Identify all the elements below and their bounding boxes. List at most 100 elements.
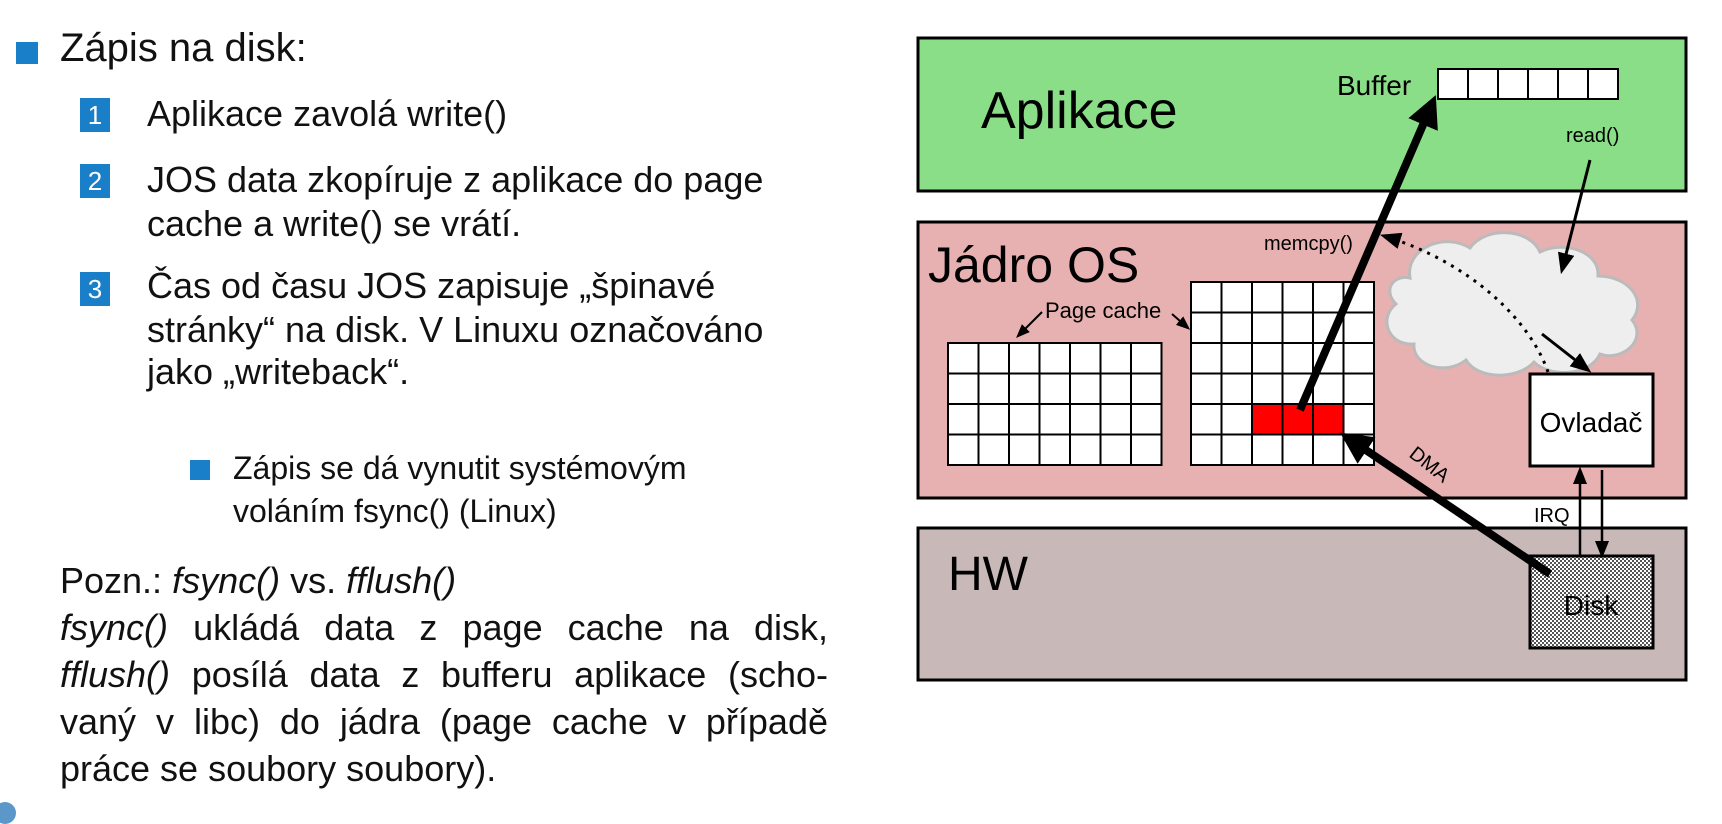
sub-bullet-icon (190, 460, 210, 480)
page-cell (1342, 342, 1375, 375)
page-cell (947, 342, 980, 375)
note-line-3: fflush() posílá data z bufferu aplikace … (60, 651, 828, 698)
page-cache-grid-left (947, 342, 1163, 466)
page-cell (1251, 281, 1284, 314)
dma-arrow (1340, 432, 1553, 578)
copy-to-buffer-arrow (1296, 95, 1438, 412)
step-number-3: 3 (80, 272, 110, 306)
buffer-cell (1587, 68, 1619, 100)
page-cell (1312, 433, 1345, 466)
page-cell (1342, 372, 1375, 405)
page-cell (1220, 311, 1253, 344)
page-cell (1008, 372, 1041, 405)
step-number-1: 1 (80, 98, 110, 132)
page-cell (1038, 433, 1071, 466)
memcpy-label: memcpy() (1264, 233, 1353, 255)
sub-bullet-line-2: voláním fsync() (Linux) (233, 493, 557, 529)
note-line-3-fn: fflush() (60, 654, 171, 695)
note-line-5: práce se soubory soubory). (60, 748, 497, 789)
page-cell (1130, 403, 1163, 436)
page-cell (1281, 342, 1314, 375)
note-vs: vs. (280, 560, 347, 601)
buffer-array (1437, 68, 1619, 100)
note-line-2: fsync() ukládá data z page cache na disk… (60, 604, 828, 651)
step-3-line-3: jako „writeback“. (147, 351, 410, 392)
page-cell (1190, 281, 1223, 314)
buffer-cell (1557, 68, 1589, 100)
page-cell (1130, 433, 1163, 466)
note-line-4: vaný v libc) do jádra (page cache v příp… (60, 701, 828, 742)
page-cell (1312, 281, 1345, 314)
step-3-line-1: Čas od času JOS zapisuje „špinavé (147, 265, 716, 306)
page-cell (1099, 342, 1132, 375)
page-cell (1251, 342, 1284, 375)
page-cell (1038, 372, 1071, 405)
page-cell (1038, 403, 1071, 436)
page-cell (1220, 372, 1253, 405)
page-cell (977, 433, 1010, 466)
page-cell (1069, 433, 1102, 466)
heading-bullet-icon (16, 42, 38, 64)
page-cell (1190, 342, 1223, 375)
note-line-3-rest: posílá data z bufferu aplikace (scho- (170, 654, 828, 695)
buffer-cell (1527, 68, 1559, 100)
slide-heading: Zápis na disk: (60, 26, 307, 70)
buffer-cell (1467, 68, 1499, 100)
page-cell (1130, 342, 1163, 375)
page-cell (1342, 311, 1375, 344)
hw-layer-label: HW (948, 548, 1029, 601)
step-2-line-2: cache a write() se vrátí. (147, 203, 522, 244)
page-cell (1342, 403, 1375, 436)
page-cell (947, 403, 980, 436)
cloud-icon (1385, 231, 1639, 377)
dirty-page-cell (1312, 403, 1345, 436)
page-cell (1190, 433, 1223, 466)
page-cell (1008, 403, 1041, 436)
irq-label: IRQ (1534, 505, 1570, 527)
page-cell (977, 403, 1010, 436)
app-layer-label: Aplikace (981, 82, 1178, 140)
page-cell (1220, 433, 1253, 466)
note-block: Pozn.: fsync() vs. fflush() fsync() uklá… (60, 557, 828, 792)
buffer-label: Buffer (1337, 70, 1411, 101)
page-cell (1251, 311, 1284, 344)
note-line-1: Pozn.: fsync() vs. fflush() (60, 557, 828, 604)
step-number-2: 2 (80, 164, 110, 198)
page-cell (1251, 372, 1284, 405)
page-cell (1069, 342, 1102, 375)
note-fsync: fsync() (172, 560, 281, 601)
kernel-layer-label: Jádro OS (928, 237, 1139, 293)
page-cell (1008, 342, 1041, 375)
app-layer (916, 36, 1688, 193)
page-cell (1251, 433, 1284, 466)
note-line-2-rest: ukládá data z page cache na disk, (168, 607, 828, 648)
driver-box (1528, 372, 1655, 468)
driver-label: Ovladač (1540, 407, 1643, 438)
note-fflush: fflush() (346, 560, 457, 601)
page-cache-grid-right (1190, 281, 1375, 466)
page-cell (1281, 311, 1314, 344)
page-cell (1130, 372, 1163, 405)
read-label: read() (1566, 125, 1619, 147)
note-line-2-fn: fsync() (60, 607, 168, 648)
page-cell (1220, 342, 1253, 375)
dirty-page-cell (1281, 403, 1314, 436)
page-cell (977, 372, 1010, 405)
step-1-line-1: Aplikace zavolá write() (147, 93, 508, 134)
page-cell (1190, 311, 1223, 344)
page-cell (1038, 342, 1071, 375)
page-cell (977, 342, 1010, 375)
page-cache-label: Page cache (1045, 298, 1161, 323)
dirty-page-cell (1251, 403, 1284, 436)
disk-label: Disk (1564, 590, 1619, 621)
page-cell (1008, 433, 1041, 466)
step-3-line-2: stránky“ na disk. V Linuxu označováno (147, 309, 764, 350)
page-cell (1281, 281, 1314, 314)
buffer-cell (1437, 68, 1469, 100)
page-cell (1099, 433, 1132, 466)
page-cell (1069, 403, 1102, 436)
sub-bullet-line-1: Zápis se dá vynutit systémovým (233, 450, 687, 486)
note-prefix: Pozn.: (60, 560, 173, 601)
page-cell (1069, 372, 1102, 405)
